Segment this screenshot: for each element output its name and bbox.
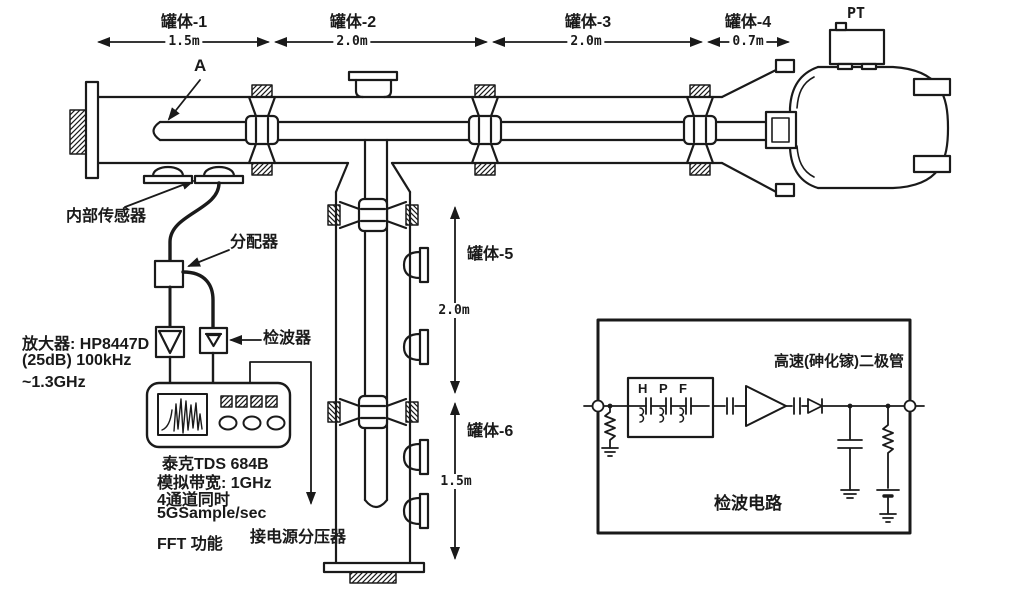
vertical-pipe — [322, 138, 426, 584]
internal-sensor-arrow — [124, 180, 195, 208]
detector-label: 检波器 — [263, 330, 312, 347]
scope-knob — [242, 415, 262, 431]
shunt-capacitor — [837, 403, 863, 499]
internal-sensor-label: 内部传感器 — [66, 208, 147, 225]
tank4-length: 0.7m — [729, 34, 767, 49]
tank2-length: 2.0m — [333, 34, 371, 49]
horizontal-pipe — [69, 70, 770, 180]
shunt-resistor-battery — [876, 403, 900, 523]
hpf-filter — [626, 376, 715, 439]
oscilloscope-sampling: 5GSample/sec — [157, 505, 267, 522]
amplifier-label-line3: ~1.3GHz — [22, 374, 86, 391]
junction-neck — [334, 161, 412, 194]
spacer-insulator — [682, 83, 718, 177]
tank6-length: 1.5m — [437, 474, 475, 489]
ground-symbol — [601, 447, 619, 457]
scope-button — [250, 395, 263, 408]
inductor — [639, 407, 685, 423]
tank4-label: 罐体-4 — [724, 14, 772, 31]
amplifier-box — [154, 325, 186, 359]
power-divider-label: 接电源分压器 — [250, 529, 347, 546]
splitter-to-detector-cable — [181, 270, 215, 330]
scope-button — [235, 395, 248, 408]
conductor-left-cap — [152, 120, 162, 142]
output-terminal — [903, 399, 917, 413]
tank-bracket — [912, 77, 952, 97]
scope-knob — [266, 415, 286, 431]
gaas-diode — [807, 398, 823, 414]
pt-label: PT — [846, 4, 866, 22]
splitter-box — [153, 259, 185, 289]
power-divider-line — [249, 361, 316, 505]
oscilloscope — [145, 381, 292, 449]
gaas-diode-label: 高速(砷化镓)二极管 — [774, 353, 904, 370]
tank1-length: 1.5m — [165, 34, 203, 49]
scope-knob — [218, 415, 238, 431]
bottom-flange — [322, 561, 426, 584]
side-port — [402, 492, 430, 530]
tank5-length: 2.0m — [435, 303, 473, 318]
expansion-cone — [720, 66, 782, 196]
ground-symbol — [879, 497, 897, 523]
tank5-label: 罐体-5 — [467, 246, 514, 263]
tank-bracket — [912, 154, 952, 174]
series-capacitor — [726, 397, 734, 415]
pt-box — [828, 21, 886, 71]
series-capacitor — [793, 397, 801, 415]
sensor-cable — [168, 181, 221, 263]
conductor-bottom-cap — [363, 498, 389, 509]
input-terminal — [591, 399, 605, 413]
internal-sensor-dome — [193, 165, 245, 185]
amplifier-triangle — [745, 385, 787, 427]
waveform — [161, 398, 203, 434]
point-a-label: A — [194, 56, 207, 75]
scope-button — [220, 395, 233, 408]
measurement-chain — [145, 181, 316, 505]
pointer-arrows — [124, 79, 262, 345]
tank2-label: 罐体-2 — [329, 14, 377, 31]
scope-button — [265, 395, 278, 408]
detector-circuit-title: 检波电路 — [714, 494, 782, 513]
spacer-insulator — [326, 394, 420, 430]
hpf-label: H P F — [638, 381, 691, 396]
left-end-connector — [69, 109, 87, 155]
oscilloscope-bandwidth: 模拟带宽: 1GHz — [157, 475, 272, 492]
point-a-arrow — [167, 79, 201, 121]
spacer-insulator — [244, 83, 280, 177]
vertical-conductor — [363, 138, 389, 502]
oscilloscope-fft: FFT 功能 — [157, 536, 223, 553]
right-tank-assembly — [720, 21, 952, 198]
scope-screen — [157, 393, 208, 436]
top-port — [347, 70, 399, 99]
amplifier-label-line1: 放大器: HP8447D — [22, 336, 150, 353]
detector-circuit-inset — [583, 318, 925, 535]
inset-border — [596, 318, 912, 535]
oscilloscope-channels: 4通道同时 — [157, 492, 230, 509]
spacer-insulator — [326, 197, 420, 233]
tank1-label: 罐体-1 — [160, 14, 208, 31]
side-port — [402, 246, 430, 284]
splitter-label: 分配器 — [230, 234, 279, 251]
spacer-insulator — [467, 83, 503, 177]
splitter-arrow — [187, 249, 230, 267]
left-end-flange — [84, 80, 100, 180]
detector-box — [198, 326, 229, 355]
capacitor — [645, 397, 692, 415]
amplifier-label-line2: (25dB) 100kHz — [22, 352, 132, 369]
tank3-length: 2.0m — [567, 34, 605, 49]
tank-body — [816, 65, 950, 190]
tank3-label: 罐体-3 — [564, 14, 612, 31]
oscilloscope-model: 泰克TDS 684B — [162, 456, 269, 473]
internal-sensor-dome — [142, 165, 194, 185]
tank6-label: 罐体-6 — [467, 423, 514, 440]
shunt-resistor-left — [601, 403, 619, 457]
side-port — [402, 328, 430, 366]
ground-symbol — [840, 489, 860, 499]
side-port — [402, 438, 430, 476]
